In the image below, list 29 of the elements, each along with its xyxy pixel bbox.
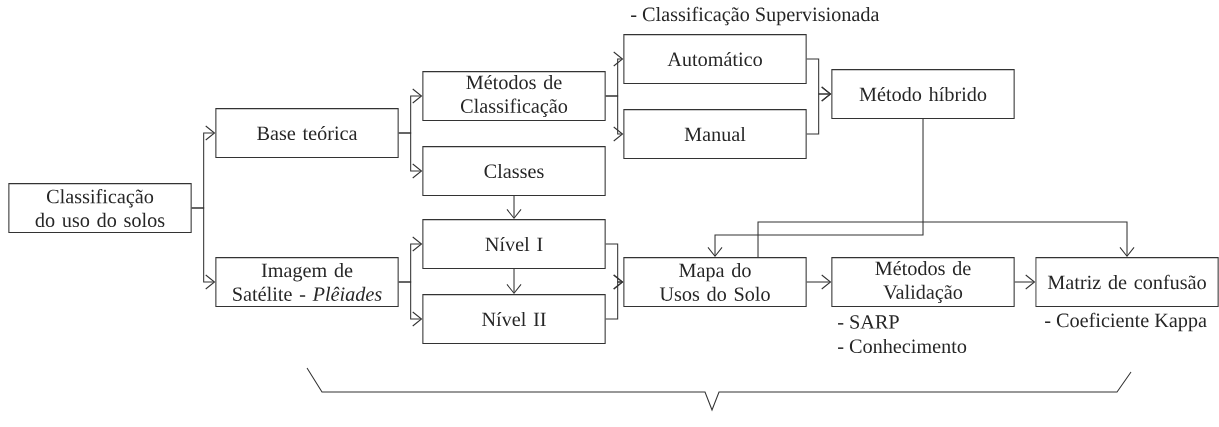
arrow [806, 86, 832, 135]
process-box: Métodos de Validação [831, 257, 1015, 307]
arrow [398, 132, 423, 179]
process-box: Matriz de confusão [1035, 257, 1219, 307]
note-text: - Coeficiente Kappa [1045, 312, 1207, 332]
arrow [506, 268, 522, 295]
arrow [398, 281, 423, 327]
note-text: - Classificação Supervisionada [631, 6, 880, 26]
process-box: Automático [623, 34, 807, 84]
process-box: Imagem de Satélite - Plêiades [215, 257, 399, 307]
arrow [191, 207, 216, 290]
arrow [605, 95, 624, 142]
arrow [707, 118, 924, 258]
arrow [506, 195, 522, 220]
arrow [806, 274, 832, 290]
arrow [605, 274, 624, 320]
process-box: Nível I [422, 219, 606, 269]
process-box: Mapa do Usos do Solo [623, 257, 807, 307]
process-box: Classificação do uso do solos [8, 183, 192, 233]
process-box: Classes [422, 146, 606, 196]
process-box: Manual [623, 109, 807, 159]
note-text: - SARP [838, 315, 899, 329]
process-box: Métodos de Classificação [422, 71, 606, 121]
arrow [1014, 274, 1036, 290]
process-box: Base teórica [215, 108, 399, 158]
process-box: Nível II [422, 294, 606, 344]
arrow [757, 221, 1135, 258]
note-text: - Conhecimento [838, 338, 967, 354]
process-box: Método híbrido [831, 69, 1015, 119]
